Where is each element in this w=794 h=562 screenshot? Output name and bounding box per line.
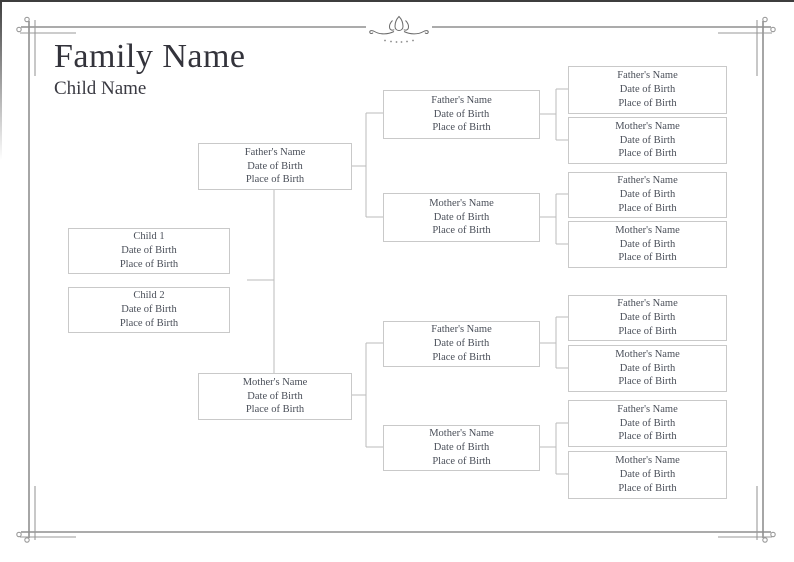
date-of-birth-label: Date of Birth: [619, 469, 676, 481]
place-of-birth-label: Place of Birth: [618, 97, 677, 109]
date-of-birth-label: Date of Birth: [247, 160, 303, 172]
place-of-birth-label: Place of Birth: [618, 325, 677, 337]
paternal-grandfather-box: Father's Name Date of Birth Place of Bir…: [383, 90, 540, 139]
person-name: Child 1: [133, 231, 165, 243]
person-name: Father's Name: [617, 403, 678, 415]
place-of-birth-label: Place of Birth: [119, 317, 179, 329]
place-of-birth-label: Place of Birth: [245, 174, 305, 186]
great-grandfather-box-1: Father's Name Date of Birth Place of Bir…: [568, 66, 727, 114]
date-of-birth-label: Date of Birth: [619, 189, 676, 201]
date-of-birth-label: Date of Birth: [247, 390, 303, 402]
person-name: Father's Name: [431, 324, 492, 336]
date-of-birth-label: Date of Birth: [619, 312, 676, 324]
great-grandmother-box-4: Mother's Name Date of Birth Place of Bir…: [568, 451, 727, 499]
date-of-birth-label: Date of Birth: [433, 211, 490, 223]
place-of-birth-label: Place of Birth: [618, 431, 677, 443]
person-name: Father's Name: [617, 175, 678, 187]
father-box: Father's Name Date of Birth Place of Bir…: [198, 143, 352, 190]
date-of-birth-label: Date of Birth: [619, 362, 676, 374]
person-name: Father's Name: [617, 70, 678, 82]
maternal-grandfather-box: Father's Name Date of Birth Place of Bir…: [383, 321, 540, 367]
person-name: Mother's Name: [615, 348, 680, 360]
child-name-subtitle: Child Name: [54, 78, 147, 100]
date-of-birth-label: Date of Birth: [619, 417, 676, 429]
place-of-birth-label: Place of Birth: [245, 404, 305, 416]
great-grandmother-box-1: Mother's Name Date of Birth Place of Bir…: [568, 117, 727, 164]
place-of-birth-label: Place of Birth: [618, 148, 677, 160]
place-of-birth-label: Place of Birth: [432, 122, 491, 134]
child-2-box: Child 2 Date of Birth Place of Birth: [68, 287, 230, 333]
place-of-birth-label: Place of Birth: [432, 351, 491, 363]
date-of-birth-label: Date of Birth: [433, 108, 490, 120]
place-of-birth-label: Place of Birth: [432, 225, 491, 237]
person-name: Mother's Name: [615, 455, 680, 467]
mother-box: Mother's Name Date of Birth Place of Bir…: [198, 373, 352, 420]
maternal-grandmother-box: Mother's Name Date of Birth Place of Bir…: [383, 425, 540, 471]
person-name: Father's Name: [431, 94, 492, 106]
place-of-birth-label: Place of Birth: [618, 482, 677, 494]
place-of-birth-label: Place of Birth: [618, 376, 677, 388]
family-name-title: Family Name: [54, 38, 246, 75]
person-name: Mother's Name: [615, 120, 680, 132]
title-block: Family Name Child Name: [54, 38, 246, 100]
great-grandfather-box-3: Father's Name Date of Birth Place of Bir…: [568, 295, 727, 341]
person-name: Child 2: [133, 290, 165, 302]
date-of-birth-label: Date of Birth: [619, 238, 676, 250]
great-grandfather-box-4: Father's Name Date of Birth Place of Bir…: [568, 400, 727, 447]
place-of-birth-label: Place of Birth: [432, 455, 491, 467]
paternal-grandmother-box: Mother's Name Date of Birth Place of Bir…: [383, 193, 540, 242]
person-name: Mother's Name: [429, 428, 494, 440]
person-name: Mother's Name: [615, 224, 680, 236]
date-of-birth-label: Date of Birth: [121, 245, 177, 257]
great-grandfather-box-2: Father's Name Date of Birth Place of Bir…: [568, 172, 727, 218]
date-of-birth-label: Date of Birth: [433, 338, 490, 350]
person-name: Father's Name: [617, 298, 678, 310]
place-of-birth-label: Place of Birth: [618, 202, 677, 214]
page-left-edge: [0, 0, 2, 160]
page-top-edge: [0, 0, 794, 2]
great-grandmother-box-2: Mother's Name Date of Birth Place of Bir…: [568, 221, 727, 268]
person-name: Mother's Name: [429, 197, 494, 209]
child-1-box: Child 1 Date of Birth Place of Birth: [68, 228, 230, 274]
date-of-birth-label: Date of Birth: [619, 134, 676, 146]
place-of-birth-label: Place of Birth: [618, 252, 677, 264]
date-of-birth-label: Date of Birth: [433, 442, 490, 454]
great-grandmother-box-3: Mother's Name Date of Birth Place of Bir…: [568, 345, 727, 392]
date-of-birth-label: Date of Birth: [121, 304, 177, 316]
place-of-birth-label: Place of Birth: [119, 258, 179, 270]
date-of-birth-label: Date of Birth: [619, 84, 676, 96]
lotus-ornament-icon: [369, 15, 429, 43]
person-name: Father's Name: [244, 146, 306, 158]
person-name: Mother's Name: [242, 376, 308, 388]
